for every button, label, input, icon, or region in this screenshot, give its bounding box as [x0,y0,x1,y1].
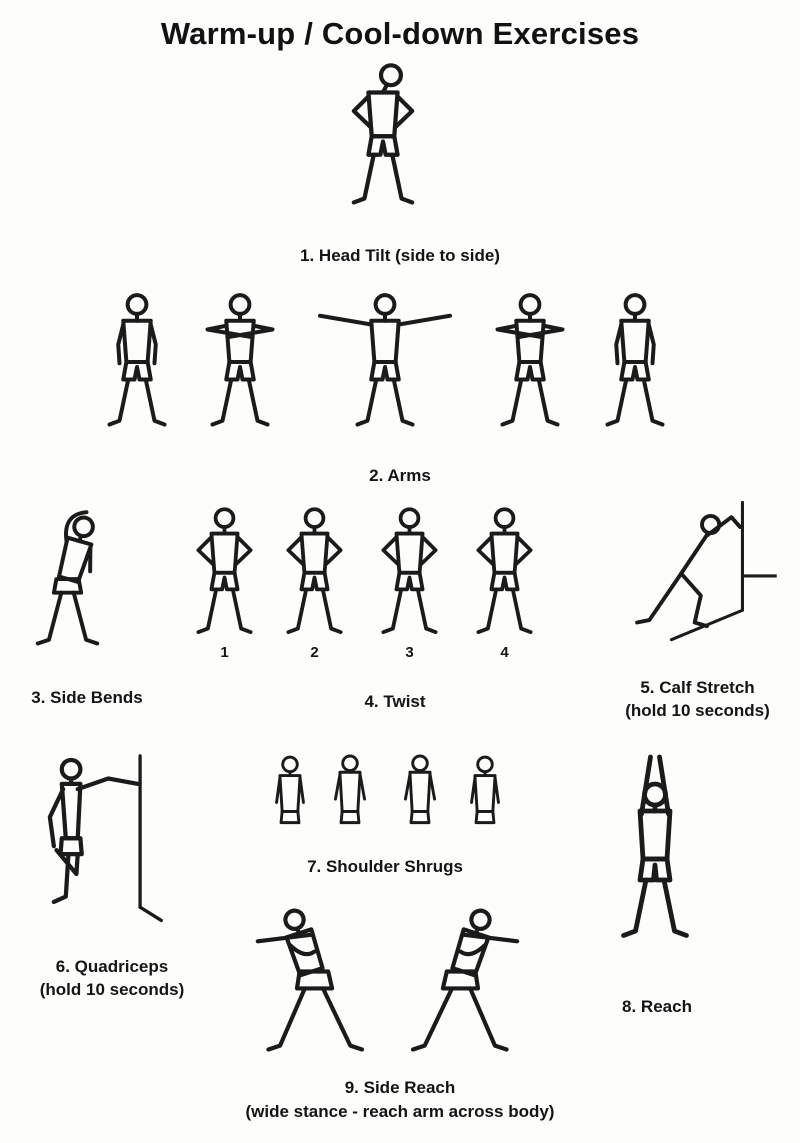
exercise-9-label: 9. Side Reach [344,1078,456,1097]
side-bend-figure [8,506,132,667]
exercise-5-subtext: (hold 10 seconds) [625,701,770,720]
twist-step-number: 1 [220,644,229,661]
exercise-1-label: 1. Head Tilt (side to side) [300,246,500,265]
side-reach-figure-left [245,900,375,1069]
exercise-5-label: 5. Calf Stretch [640,678,755,697]
shrug-figure-2 [322,753,378,843]
shrug-figure-4 [457,753,513,843]
exercise-7-label: 7. Shoulder Shrugs [307,857,463,876]
twist-figure-2 [267,506,362,649]
twist-step-number: 4 [500,644,509,661]
twist-figure-4 [457,506,552,649]
twist-step-number: 3 [405,644,414,661]
exercise-4-label: 4. Twist [364,692,426,711]
exercise-2-label: 2. Arms [369,466,431,485]
twist-figure-3 [362,506,457,649]
arms-figure-5 [585,292,685,442]
exercise-9-subtext: (wide stance - reach arm across body) [245,1102,555,1121]
arms-figure-1 [87,292,187,442]
exercise-6-subtext: (hold 10 seconds) [39,980,185,999]
twist-step-number: 2 [310,644,319,661]
side-reach-figure-right [400,900,530,1069]
shrug-figure-1 [262,753,318,843]
arms-figure-2 [190,292,290,442]
head-tilt-figure [330,62,436,221]
exercise-6-label: 6. Quadriceps [55,957,169,976]
calf-stretch-figure [605,500,777,647]
exercise-3-label: 3. Side Bends [31,688,143,707]
reach-figure [595,745,715,955]
arms-figure-3 [310,292,460,442]
exercise-8-label: 8. Reach [622,997,692,1016]
shrug-figure-3 [392,753,448,843]
quadriceps-figure [18,748,164,947]
twist-figure-1 [177,506,272,649]
arms-figure-4 [480,292,580,442]
page-title: Warm-up / Cool-down Exercises [160,16,640,51]
